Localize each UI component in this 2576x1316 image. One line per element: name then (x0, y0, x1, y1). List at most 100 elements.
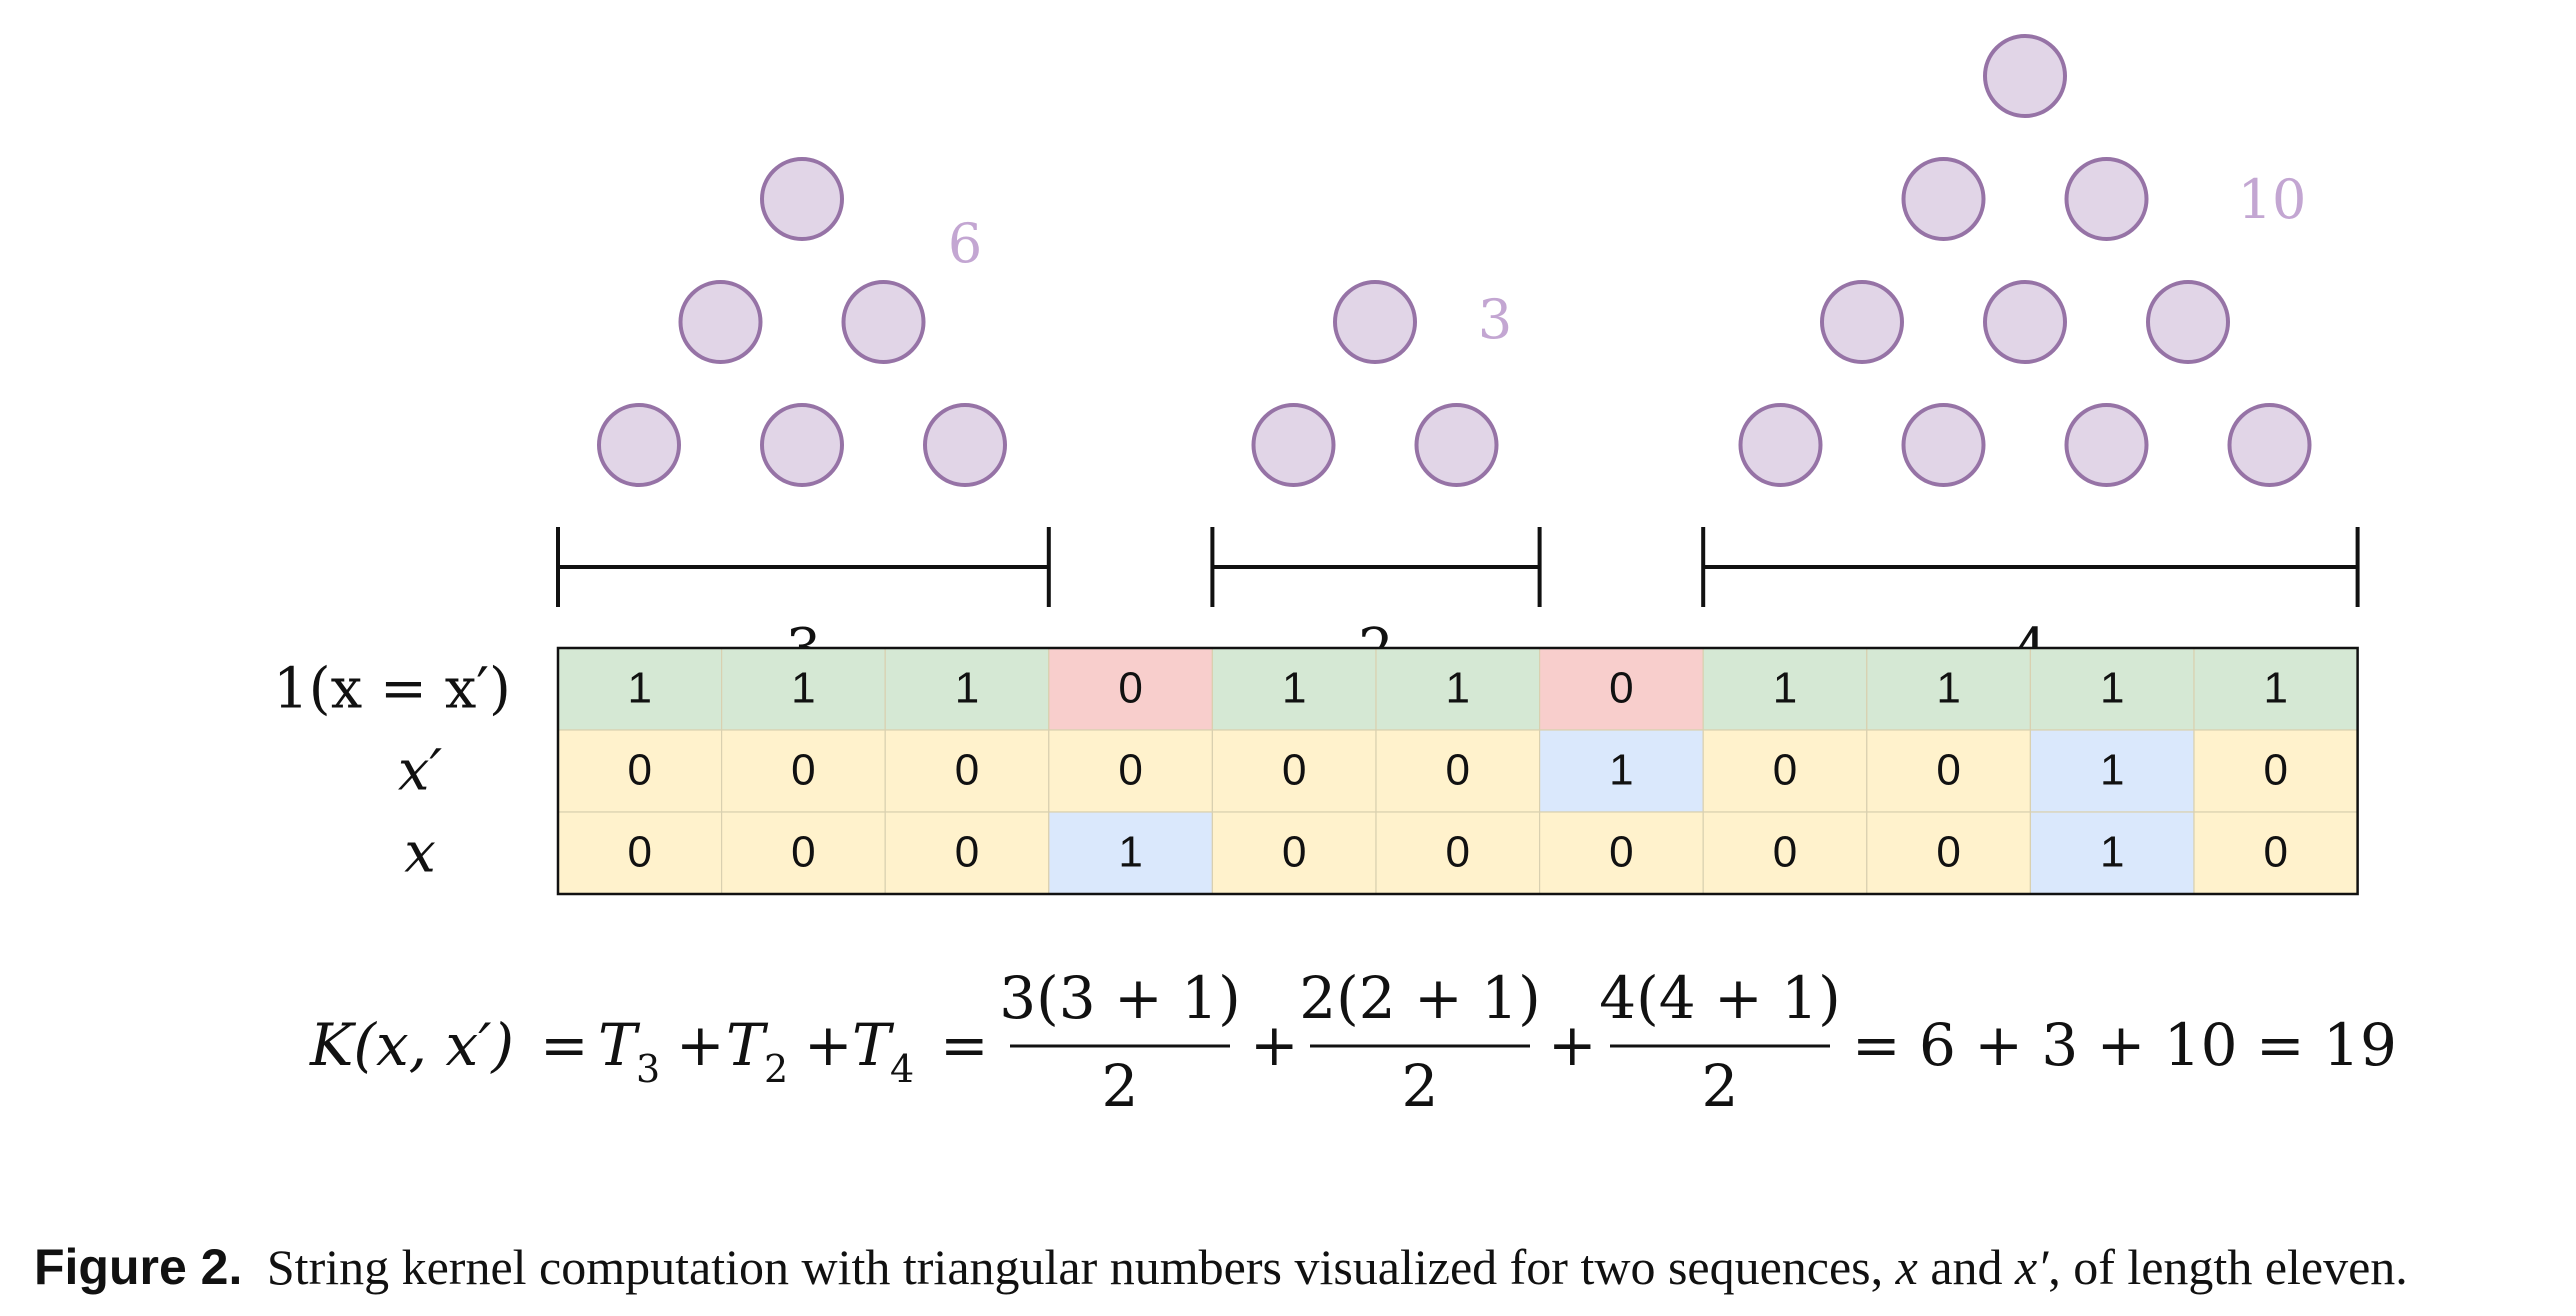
table-cell (2029, 647, 2195, 731)
cell-value: 0 (1609, 664, 1633, 713)
equals-2: = (940, 1011, 989, 1079)
fraction-1-numerator: 3(3 + 1) (999, 964, 1240, 1032)
caption-var-xprime: x′ (2015, 1239, 2049, 1295)
cell-value: 1 (1118, 828, 1142, 877)
table-cell (884, 811, 1050, 895)
cell-value: 1 (2264, 664, 2288, 713)
table-cell (1375, 647, 1541, 731)
table-cell (1702, 647, 1868, 731)
dot-circle (2064, 157, 2149, 241)
dot-circle (841, 280, 926, 364)
row-label-xprime: x′ (398, 739, 443, 804)
cell-value: 0 (1609, 828, 1633, 877)
dot-circle (1983, 34, 2067, 118)
term-t2: T (726, 1011, 769, 1079)
row-label-x: x (404, 821, 436, 886)
cell-value: 0 (1446, 828, 1470, 877)
caption-text-after: , of length eleven. (2048, 1239, 2408, 1295)
table-cell (1048, 811, 1214, 895)
plus-3: + (1250, 1011, 1299, 1079)
triangle-count-label: 3 (1478, 288, 1512, 351)
caption-label: Figure 2. (34, 1239, 243, 1295)
cell-value: 1 (955, 664, 979, 713)
table-cell (1048, 647, 1214, 731)
cell-value: 0 (1773, 828, 1797, 877)
fraction-3-denominator: 2 (1702, 1052, 1739, 1120)
formula-result: = 6 + 3 + 10 = 19 (1852, 1011, 2397, 1079)
kernel-formula: K(x, x′) = T 3 + T 2 + T 4 = 3(3 + 1) 2 … (309, 964, 2397, 1120)
table-cell (2193, 729, 2359, 813)
table-cell (1866, 811, 2032, 895)
table-cell (1211, 811, 1377, 895)
cell-value: 0 (955, 828, 979, 877)
caption-text-mid: and (1930, 1239, 2003, 1295)
cell-value: 1 (2100, 746, 2124, 795)
caption-text-before: String kernel computation with triangula… (266, 1239, 1884, 1295)
dot-circle (1983, 280, 2067, 364)
cell-value: 0 (1936, 828, 1960, 877)
cell-value: 0 (1936, 746, 1960, 795)
table-cell (720, 811, 886, 895)
term-t4: T (852, 1011, 895, 1079)
dot-circle (1901, 403, 1986, 487)
term-t3-subscript: 3 (636, 1047, 660, 1091)
table-cell (2193, 647, 2359, 731)
cell-value: 0 (628, 828, 652, 877)
dot-circle (1414, 403, 1499, 487)
table-cell (557, 729, 723, 813)
cell-value: 0 (1773, 746, 1797, 795)
table-cell (720, 729, 886, 813)
cell-value: 0 (955, 746, 979, 795)
fraction-3-numerator: 4(4 + 1) (1599, 964, 1840, 1032)
term-t4-subscript: 4 (890, 1047, 914, 1091)
table-cell (1702, 729, 1868, 813)
triangle-count-label: 6 (948, 212, 982, 275)
table-cell (1538, 647, 1704, 731)
dot-circle (2146, 280, 2230, 364)
cell-value: 0 (1118, 746, 1142, 795)
plus-1: + (676, 1011, 725, 1079)
triangle-count-label: 10 (2238, 168, 2307, 231)
formula-lhs: K(x, x′) (309, 1011, 514, 1079)
cell-value: 1 (2100, 664, 2124, 713)
cell-value: 1 (1936, 664, 1960, 713)
fraction-2-numerator: 2(2 + 1) (1299, 964, 1540, 1032)
term-t3: T (598, 1011, 641, 1079)
term-t2-subscript: 2 (764, 1047, 788, 1091)
cell-value: 0 (1282, 746, 1306, 795)
formula-equals: = (540, 1011, 589, 1079)
table-cell (1375, 729, 1541, 813)
table-cell (2029, 811, 2195, 895)
dot-circle (678, 280, 763, 364)
cell-value: 0 (1282, 828, 1306, 877)
dot-circle (2227, 403, 2312, 487)
table-cell (884, 729, 1050, 813)
dot-circle (2064, 403, 2149, 487)
dot-circle (760, 157, 844, 241)
dot-circle (1901, 157, 1986, 241)
cell-value: 1 (1773, 664, 1797, 713)
row-label-match: 1(x = x′) (273, 657, 511, 722)
fraction-2-denominator: 2 (1402, 1052, 1439, 1120)
caption-var-x: x (1895, 1239, 1918, 1295)
fraction-1-denominator: 2 (1102, 1052, 1139, 1120)
plus-2: + (804, 1011, 853, 1079)
dot-circle (1820, 280, 1904, 364)
cell-value: 1 (2100, 828, 2124, 877)
cell-value: 1 (628, 664, 652, 713)
table-cell (2029, 729, 2195, 813)
plus-4: + (1548, 1011, 1597, 1079)
table-cell (1048, 729, 1214, 813)
cell-value: 1 (1446, 664, 1470, 713)
triangle-1: 6 (597, 157, 1007, 487)
cell-value: 0 (791, 828, 815, 877)
cell-value: 0 (1446, 746, 1470, 795)
figure-caption: Figure 2. String kernel computation with… (34, 1238, 2554, 1296)
dot-circle (923, 403, 1007, 487)
cell-value: 1 (791, 664, 815, 713)
cell-value: 1 (1282, 664, 1306, 713)
